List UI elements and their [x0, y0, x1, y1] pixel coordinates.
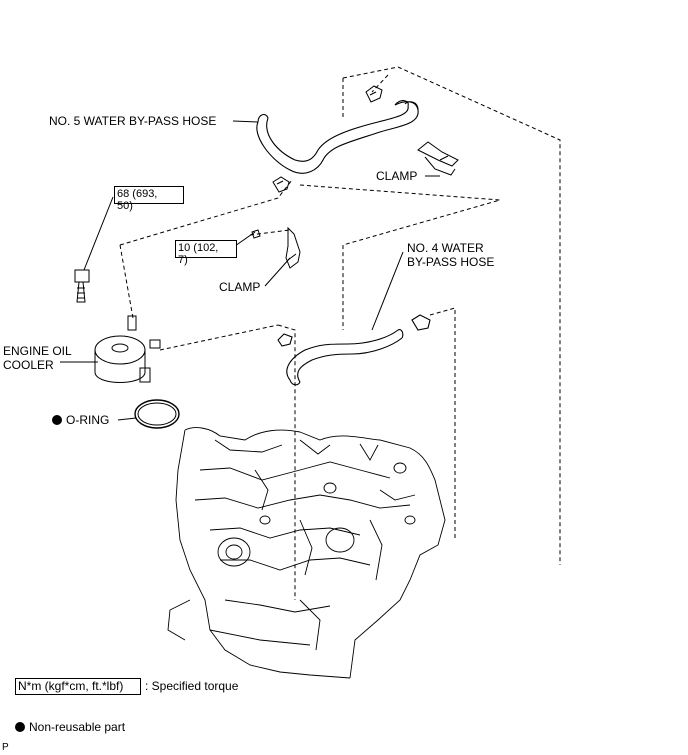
- no5-hose-label: NO. 5 WATER BY-PASS HOSE: [49, 114, 217, 128]
- o-ring-label: O-RING: [52, 413, 109, 427]
- bolt-68: [74, 269, 90, 303]
- no4-hose-label-line1: NO. 4 WATER: [407, 241, 484, 255]
- no4-hose-label-line2: BY-PASS HOSE: [407, 255, 495, 269]
- legend-torque-description: : Specified torque: [145, 679, 239, 693]
- legend-nonreusable-text: Non-reusable part: [29, 720, 126, 734]
- engine-block: [167, 427, 446, 679]
- clamp-upper: [417, 141, 459, 176]
- figure-code: P: [2, 742, 9, 753]
- o-ring-label-text: O-RING: [66, 413, 110, 427]
- legend-nonreusable: Non-reusable part: [15, 720, 125, 734]
- engine-oil-cooler: [94, 315, 161, 383]
- o-ring: [134, 399, 180, 429]
- hose-clip-upper: [272, 85, 383, 193]
- torque-box-10: 10 (102, 7): [175, 240, 237, 266]
- engine-oil-cooler-label-line1: ENGINE OIL: [3, 344, 72, 358]
- non-reusable-dot-icon: [52, 415, 62, 425]
- legend-torque-box: N*m (kgf*cm, ft.*lbf): [15, 678, 141, 695]
- clamp-upper-label: CLAMP: [376, 169, 418, 183]
- leader-lines: [60, 120, 440, 421]
- no5-water-bypass-hose: [256, 100, 419, 174]
- non-reusable-legend-dot-icon: [15, 722, 25, 732]
- clamp-lower: [251, 226, 301, 269]
- engine-oil-cooler-label-line2: COOLER: [3, 358, 54, 372]
- clamp-lower-label: CLAMP: [219, 280, 261, 294]
- no4-water-bypass-hose: [277, 314, 431, 386]
- torque-box-68: 68 (693, 50): [114, 186, 184, 212]
- assembly-guide-lines: [119, 66, 561, 600]
